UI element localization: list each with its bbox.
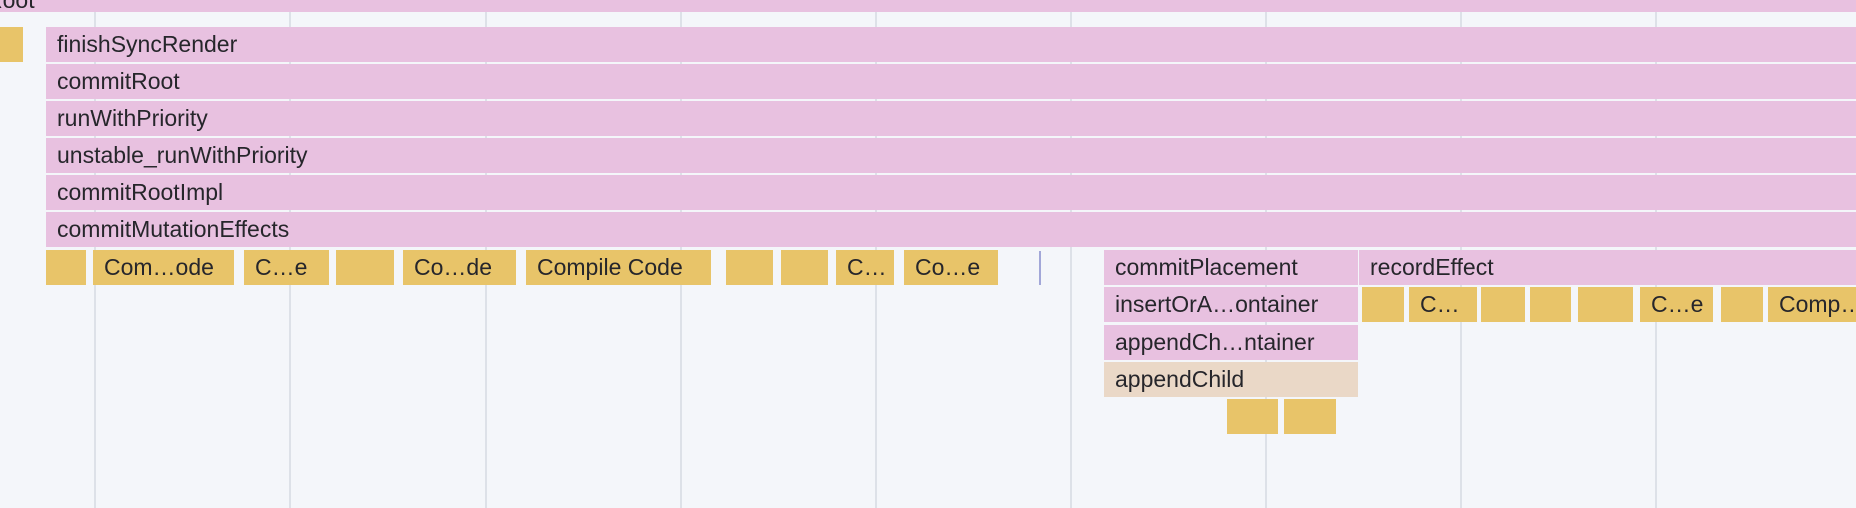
compile-code-block[interactable] [0, 27, 23, 62]
flame-frame-commitRoot[interactable]: commitRoot [46, 64, 1856, 99]
compile-code-block[interactable]: Co…de [403, 250, 516, 285]
flame-frame-appendChildToContainer[interactable]: appendCh…ntainer [1104, 325, 1358, 360]
flame-frame-appendChild[interactable]: appendChild [1104, 362, 1358, 397]
time-marker [1039, 251, 1041, 285]
compile-code-block[interactable] [46, 250, 86, 285]
flame-frame-commitMutationEffects[interactable]: commitMutationEffects [46, 212, 1856, 247]
compile-code-block[interactable] [336, 250, 394, 285]
compile-code-block[interactable] [1227, 399, 1278, 434]
flame-frame-commitRootImpl[interactable]: commitRootImpl [46, 175, 1856, 210]
compile-code-block[interactable]: Comp… [1768, 287, 1856, 322]
compile-code-block[interactable] [1362, 287, 1404, 322]
compile-code-block[interactable] [726, 250, 773, 285]
flame-frame-insertOrAppendPlacementNodeIntoContainer[interactable]: insertOrA…ontainer [1104, 287, 1358, 322]
compile-code-block[interactable]: Co…e [904, 250, 998, 285]
flame-frame-runWithPriority[interactable]: runWithPriority [46, 101, 1856, 136]
flame-frame-root[interactable]: Root [0, 0, 1856, 12]
flame-frame-unstable_runWithPriority[interactable]: unstable_runWithPriority [46, 138, 1856, 173]
timeline-gridline [1070, 0, 1072, 508]
compile-code-block[interactable]: C…e [1640, 287, 1713, 322]
compile-code-block[interactable]: Com…ode [93, 250, 234, 285]
compile-code-block[interactable] [1284, 399, 1336, 434]
compile-code-block[interactable]: C… [836, 250, 894, 285]
compile-code-block[interactable] [1578, 287, 1633, 322]
compile-code-block[interactable]: C… [1409, 287, 1477, 322]
compile-code-block[interactable] [781, 250, 828, 285]
flame-frame-commitPlacement[interactable]: commitPlacement [1104, 250, 1358, 285]
compile-code-block[interactable] [1721, 287, 1763, 322]
flame-frame-recordEffect[interactable]: recordEffect [1359, 250, 1856, 285]
flame-frame-finishSyncRender[interactable]: finishSyncRender [46, 27, 1856, 62]
compile-code-block[interactable]: Compile Code [526, 250, 711, 285]
compile-code-block[interactable]: C…e [244, 250, 329, 285]
compile-code-block[interactable] [1530, 287, 1571, 322]
compile-code-block[interactable] [1481, 287, 1525, 322]
